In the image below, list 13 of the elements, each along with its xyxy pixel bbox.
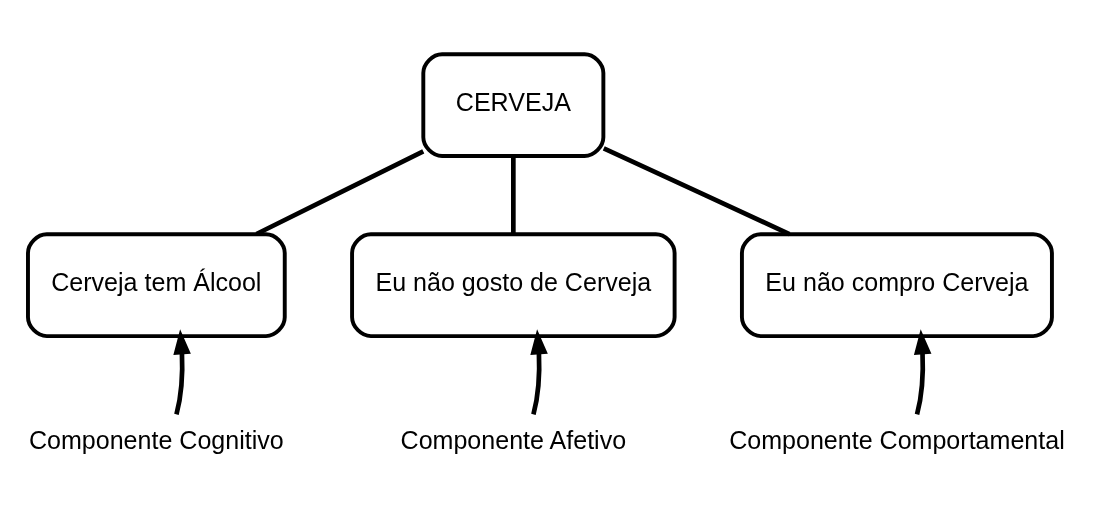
arrow	[913, 328, 932, 415]
node-text: Componente Cognitivo	[28, 425, 284, 453]
node-box: CERVEJA	[421, 51, 606, 158]
node-text: Componente Comportamental	[729, 425, 1065, 453]
node-text: Componente Afetivo	[400, 425, 627, 453]
connector	[602, 145, 791, 236]
connector	[255, 148, 425, 236]
node-box: Eu não gosto de Cerveja	[350, 231, 677, 338]
node-box: Eu não compro Cerveja	[739, 231, 1054, 338]
connector	[511, 155, 516, 234]
arrow	[530, 328, 548, 415]
node-box: Cerveja tem Álcool	[26, 231, 287, 338]
arrow	[173, 328, 191, 415]
